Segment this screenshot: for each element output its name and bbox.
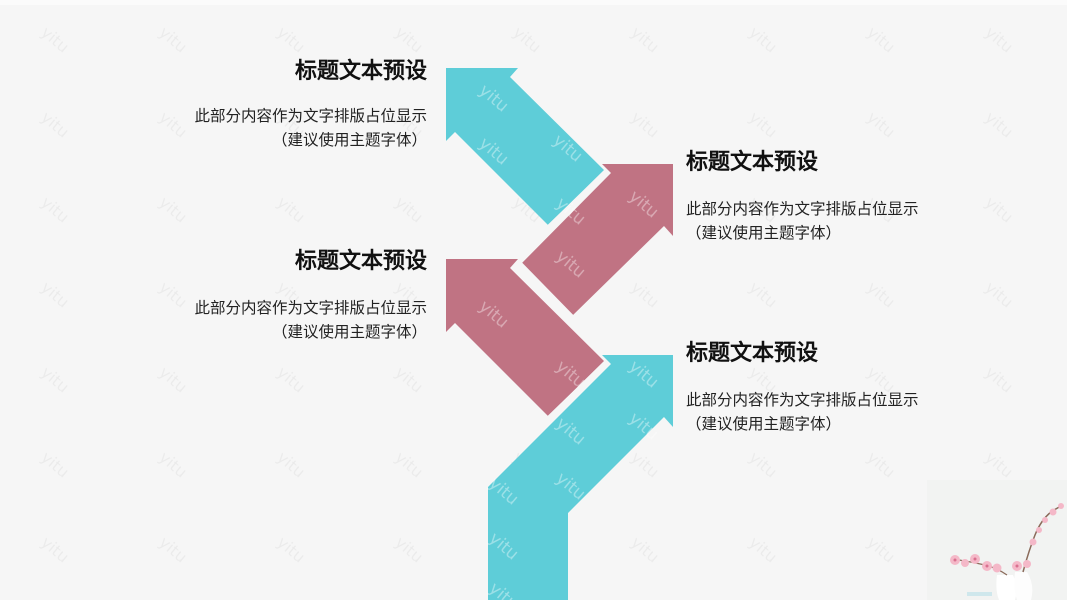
block-body-line1: 此部分内容作为文字排版占位显示 (194, 299, 427, 317)
rose-arrow-up-right-upper (520, 164, 673, 316)
block-title: 标题文本预设 (294, 59, 427, 84)
base-strip (967, 592, 992, 596)
separator (516, 260, 606, 352)
cherry-blossom-vase-decoration (927, 480, 1067, 600)
text-block-right-lower: 标题文本预设 此部分内容作为文字排版占位显示 （建议使用主题字体） (686, 340, 919, 436)
text-block-left-top: 标题文本预设 此部分内容作为文字排版占位显示 （建议使用主题字体） (194, 58, 427, 152)
block-body-line2: （建议使用主题字体） (271, 131, 427, 149)
blossom-center-icon (953, 557, 1019, 568)
cyan-arrow-bent-up-right-bottom (488, 355, 673, 600)
block-body-line1: 此部分内容作为文字排版占位显示 (686, 200, 919, 218)
block-title: 标题文本预设 (686, 341, 819, 366)
text-block-left-middle: 标题文本预设 此部分内容作为文字排版占位显示 （建议使用主题字体） (194, 248, 427, 344)
block-body-line2: （建议使用主题字体） (686, 415, 842, 433)
separator (546, 361, 608, 421)
text-block-right-upper: 标题文本预设 此部分内容作为文字排版占位显示 （建议使用主题字体） (686, 149, 919, 245)
rose-arrow-up-left-middle (446, 259, 604, 416)
block-body-line1: 此部分内容作为文字排版占位显示 (686, 391, 919, 409)
branch-icon (1022, 504, 1064, 573)
top-band (0, 0, 1067, 5)
vase-icon (996, 575, 1017, 600)
block-title: 标题文本预设 (686, 150, 819, 175)
block-body-line2: （建议使用主题字体） (686, 224, 842, 242)
separator (546, 170, 608, 230)
vase-icon (1014, 572, 1033, 600)
block-body-line1: 此部分内容作为文字排版占位显示 (194, 107, 427, 125)
cyan-arrow-up-left-top (446, 68, 604, 225)
block-title: 标题文本预设 (294, 249, 427, 274)
block-body-line2: （建议使用主题字体） (271, 323, 427, 341)
